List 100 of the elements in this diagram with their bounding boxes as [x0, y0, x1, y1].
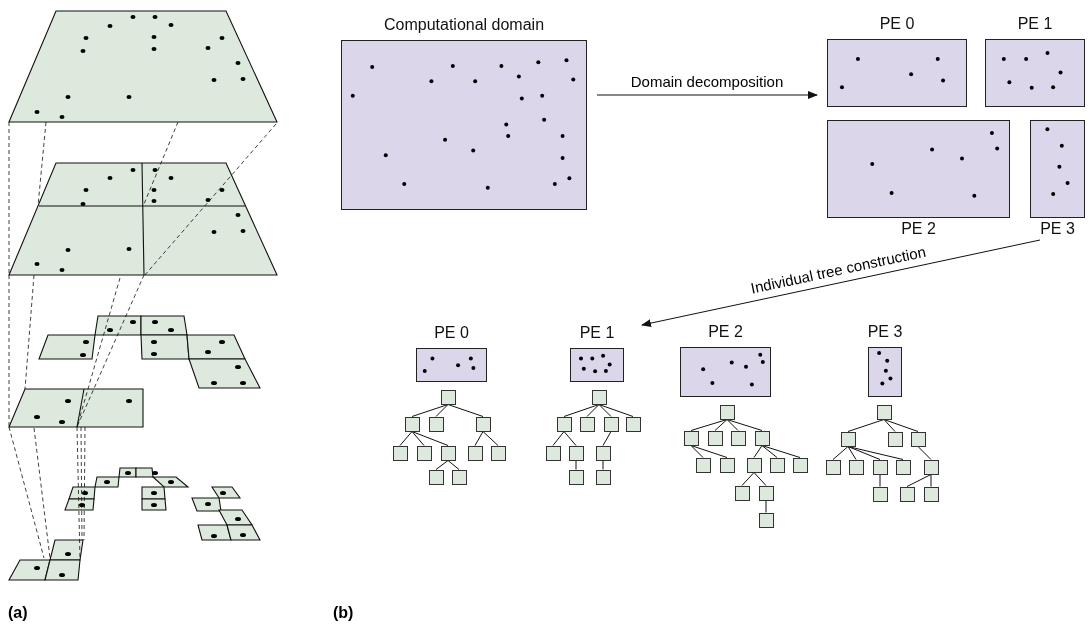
tree-node-box	[872, 486, 888, 502]
tree-node-box	[595, 445, 611, 461]
tree-node-box	[568, 445, 584, 461]
tree-branch-line	[552, 431, 565, 446]
tree-branch-line	[447, 460, 460, 470]
tree-node-box	[923, 486, 939, 502]
tree-node-box	[428, 469, 444, 485]
tree-branch-line	[906, 474, 932, 487]
tree-branch-line	[411, 431, 425, 446]
tree-node-box	[603, 416, 619, 432]
tree-node-box	[758, 485, 774, 501]
tree-node-box	[769, 457, 785, 473]
tree-branch-line	[447, 404, 484, 417]
tree-branch-line	[765, 500, 767, 513]
tree-branch-line	[435, 404, 449, 417]
tree-node-box	[758, 512, 774, 528]
tree-branch-line	[847, 446, 904, 460]
tree-branch-line	[399, 431, 413, 446]
tree-node-box	[923, 459, 939, 475]
partition-label: PE 1	[579, 324, 615, 342]
tree-branch-line	[761, 445, 778, 458]
tree-node-box	[719, 404, 735, 420]
tree-branch-line	[690, 445, 728, 458]
tree-node-box	[625, 416, 641, 432]
partition-label: PE 0	[434, 324, 469, 342]
tree-node-box	[392, 445, 408, 461]
tree-branch-line	[586, 404, 600, 417]
tree-node-box	[792, 457, 808, 473]
tree-branch-line	[563, 404, 600, 417]
partition-label: PE 1	[1017, 15, 1053, 33]
tree-node-box	[899, 486, 915, 502]
tree-node-box	[440, 445, 456, 461]
tree-node-box	[545, 445, 561, 461]
tree-branch-line	[847, 446, 857, 460]
tree-node-box	[556, 416, 572, 432]
tree-branch-line	[598, 404, 612, 417]
tree-node-box	[428, 416, 444, 432]
tree-branch-line	[741, 472, 755, 486]
tree-node-box	[695, 457, 711, 473]
tree-node-box	[754, 430, 770, 446]
tree-branch-line	[602, 431, 612, 446]
tree-branch-line	[690, 419, 728, 431]
tree-branch-line	[598, 404, 634, 417]
tree-node-box	[707, 430, 723, 446]
tree-node-box	[719, 457, 735, 473]
tree-branch-line	[847, 419, 885, 432]
tree-branch-line	[883, 419, 896, 432]
tree-branch-line	[930, 474, 932, 487]
tree-node-box	[451, 469, 467, 485]
tree-branch-line	[602, 460, 604, 470]
tree-node-box	[591, 389, 607, 405]
panel-label: (b)	[333, 604, 354, 622]
tree-node-box	[416, 445, 432, 461]
tree-branch-line	[726, 419, 739, 431]
tree-branch-line	[726, 419, 763, 431]
tree-branch-line	[917, 446, 932, 460]
tree-node-box	[404, 416, 420, 432]
tree-node-box	[876, 404, 892, 420]
tree-node-box	[579, 416, 595, 432]
tree-node-box	[490, 445, 506, 461]
tree-node-box	[840, 431, 856, 447]
tree-node-box	[887, 431, 903, 447]
tree-branch-line	[435, 460, 449, 470]
tree-branch-line	[575, 460, 577, 470]
tree-branch-line	[761, 445, 801, 458]
tree-node-box	[872, 459, 888, 475]
tree-node-box	[730, 430, 746, 446]
tree-branch-line	[690, 445, 704, 458]
panel-label: (a)	[8, 604, 28, 622]
tree-node-box	[475, 416, 491, 432]
tree-branch-line	[411, 431, 449, 446]
partition-label: PE 2	[901, 220, 936, 238]
tree-branch-line	[832, 446, 849, 460]
tree-branch-line	[879, 474, 881, 487]
tree-branch-line	[883, 419, 919, 432]
partition-label: PE 3	[867, 323, 903, 341]
arrow	[596, 91, 818, 99]
tree-branch-line	[563, 431, 577, 446]
tree-node-box	[467, 445, 483, 461]
tree-branch-line	[714, 419, 728, 431]
tree-node-box	[825, 459, 841, 475]
tree-node-box	[910, 431, 926, 447]
tree-node-box	[595, 469, 611, 485]
tree-branch-line	[482, 431, 499, 446]
tree-branch-line	[753, 472, 767, 486]
tree-node-box	[568, 469, 584, 485]
tree-branch-line	[753, 445, 763, 458]
tree-branch-line	[411, 404, 449, 417]
arrow	[641, 239, 1041, 328]
partition-label: PE 2	[708, 323, 743, 341]
tree-node-box	[683, 430, 699, 446]
tree-node-box	[848, 459, 864, 475]
tree-branch-line	[474, 431, 484, 446]
tree-node-box	[895, 459, 911, 475]
edge-label: Domain decomposition	[629, 72, 785, 90]
partition-label: PE 3	[1040, 220, 1075, 238]
domain-title: Computational domain	[383, 16, 545, 34]
partition-label: PE 0	[879, 15, 915, 33]
tree-node-box	[734, 485, 750, 501]
tree-node-box	[746, 457, 762, 473]
